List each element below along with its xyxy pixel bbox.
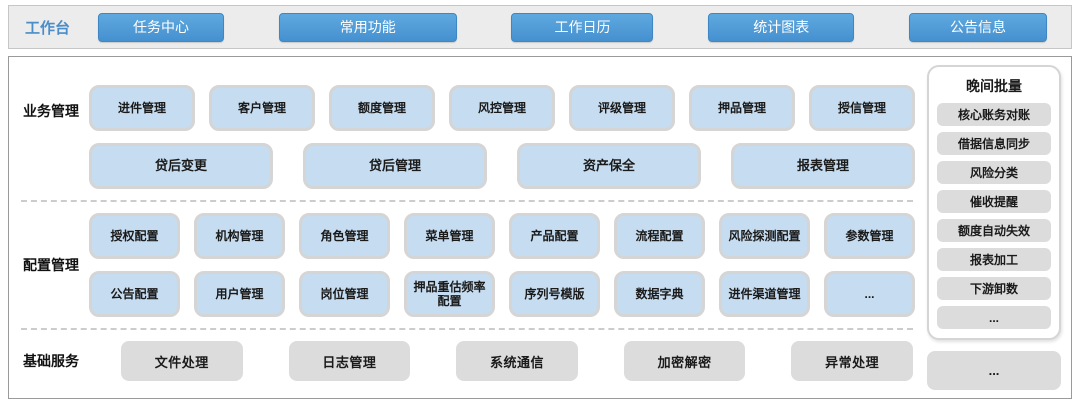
night-batch-item: 风险分类 <box>937 161 1051 184</box>
business-row-1: 进件管理客户管理额度管理风控管理评级管理押品管理授信管理 <box>89 85 915 131</box>
night-batch-item: 下游卸数 <box>937 277 1051 300</box>
config-module-box: 参数管理 <box>824 213 915 259</box>
business-module-box: 客户管理 <box>209 85 315 131</box>
workbench-button[interactable]: 工作日历 <box>511 12 654 42</box>
night-batch-panel: 晚间批量 核心账务对账借据信息同步风险分类催收提醒额度自动失效报表加工下游卸数.… <box>927 65 1061 340</box>
business-module-box: 风控管理 <box>449 85 555 131</box>
dashed-divider <box>21 328 913 330</box>
config-module-box: 数据字典 <box>614 271 705 317</box>
business-module-box: 额度管理 <box>329 85 435 131</box>
section-base-label: 基础服务 <box>23 353 79 369</box>
night-batch-item: 催收提醒 <box>937 190 1051 213</box>
workbench-button[interactable]: 常用功能 <box>278 12 457 42</box>
night-batch-item: 额度自动失效 <box>937 219 1051 242</box>
night-batch-column: 晚间批量 核心账务对账借据信息同步风险分类催收提醒额度自动失效报表加工下游卸数.… <box>927 65 1061 390</box>
config-module-box: 公告配置 <box>89 271 180 317</box>
config-module-box: 风险探测配置 <box>719 213 810 259</box>
workbench-button[interactable]: 公告信息 <box>908 12 1047 42</box>
workbench-band: 工作台 任务中心 常用功能 工作日历 统计图表 公告信息 <box>8 5 1072 49</box>
business-module-box: 贷后管理 <box>303 143 487 189</box>
base-service-box: 加密解密 <box>623 341 746 381</box>
business-module-box: 评级管理 <box>569 85 675 131</box>
base-service-box: 异常处理 <box>791 341 913 381</box>
section-config-label: 配置管理 <box>23 257 79 273</box>
main-diagram-box: 业务管理 进件管理客户管理额度管理风控管理评级管理押品管理授信管理 贷后变更贷后… <box>8 56 1072 399</box>
config-module-box: 角色管理 <box>299 213 390 259</box>
night-batch-items: 核心账务对账借据信息同步风险分类催收提醒额度自动失效报表加工下游卸数... <box>937 103 1051 329</box>
night-batch-item: 报表加工 <box>937 248 1051 271</box>
config-module-box: 押品重估频率配置 <box>404 271 495 317</box>
section-config: 配置管理 授权配置机构管理角色管理菜单管理产品配置流程配置风险探测配置参数管理 … <box>17 213 915 317</box>
base-service-box: 文件处理 <box>121 341 243 381</box>
base-row: 文件处理 日志管理 系统通信 加密解密 异常处理 <box>89 341 915 381</box>
section-base: 基础服务 文件处理 日志管理 系统通信 加密解密 异常处理 <box>17 341 915 381</box>
config-module-box: 流程配置 <box>614 213 705 259</box>
config-module-box: 产品配置 <box>509 213 600 259</box>
config-module-box: ... <box>824 271 915 317</box>
dashed-divider <box>21 200 913 202</box>
config-module-box: 序列号模版 <box>509 271 600 317</box>
business-module-box: 授信管理 <box>809 85 915 131</box>
business-module-box: 贷后变更 <box>89 143 273 189</box>
base-service-box: 系统通信 <box>456 341 578 381</box>
section-base-rows: 文件处理 日志管理 系统通信 加密解密 异常处理 <box>89 341 915 381</box>
night-batch-item: 核心账务对账 <box>937 103 1051 126</box>
section-business-label: 业务管理 <box>23 103 79 119</box>
business-module-box: 资产保全 <box>517 143 701 189</box>
config-module-box: 机构管理 <box>194 213 285 259</box>
config-module-box: 进件渠道管理 <box>719 271 810 317</box>
workbench-label: 工作台 <box>25 19 71 37</box>
config-module-box: 授权配置 <box>89 213 180 259</box>
workbench-button[interactable]: 统计图表 <box>708 12 855 42</box>
config-row-1: 授权配置机构管理角色管理菜单管理产品配置流程配置风险探测配置参数管理 <box>89 213 915 259</box>
config-module-box: 用户管理 <box>194 271 285 317</box>
section-business-rows: 进件管理客户管理额度管理风控管理评级管理押品管理授信管理 贷后变更贷后管理资产保… <box>89 85 915 189</box>
section-config-rows: 授权配置机构管理角色管理菜单管理产品配置流程配置风险探测配置参数管理 公告配置用… <box>89 213 915 317</box>
business-module-box: 进件管理 <box>89 85 195 131</box>
night-batch-item: ... <box>937 306 1051 329</box>
workbench-buttons: 任务中心 常用功能 工作日历 统计图表 公告信息 <box>98 12 1055 42</box>
config-row-2: 公告配置用户管理岗位管理押品重估频率配置序列号模版数据字典进件渠道管理... <box>89 271 915 317</box>
section-business: 业务管理 进件管理客户管理额度管理风控管理评级管理押品管理授信管理 贷后变更贷后… <box>17 65 915 189</box>
business-module-box: 押品管理 <box>689 85 795 131</box>
sections-column: 业务管理 进件管理客户管理额度管理风控管理评级管理押品管理授信管理 贷后变更贷后… <box>17 65 915 390</box>
night-batch-item: 借据信息同步 <box>937 132 1051 155</box>
base-service-more-box: ... <box>927 350 1061 390</box>
workbench-button[interactable]: 任务中心 <box>98 12 225 42</box>
business-module-box: 报表管理 <box>731 143 915 189</box>
business-row-2: 贷后变更贷后管理资产保全报表管理 <box>89 143 915 189</box>
config-module-box: 菜单管理 <box>404 213 495 259</box>
config-module-box: 岗位管理 <box>299 271 390 317</box>
night-batch-title: 晚间批量 <box>966 78 1022 94</box>
base-service-box: 日志管理 <box>288 341 411 381</box>
